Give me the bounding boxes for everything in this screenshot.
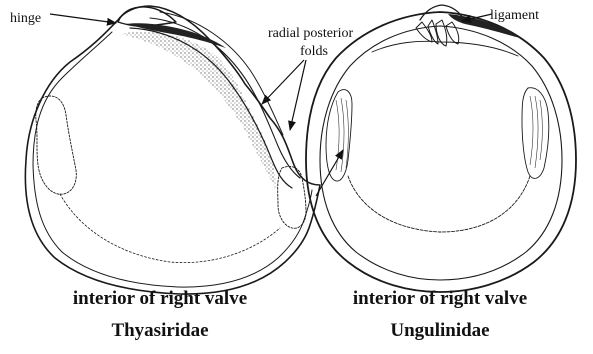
thyasiridae-stippled-area	[120, 32, 276, 190]
hinge-arrow	[50, 14, 116, 23]
thyasiridae-posterior-scar	[278, 166, 306, 228]
ungulinidae-caption-line1: interior of right valve	[353, 288, 527, 309]
ungulinidae-pallial-line	[348, 176, 530, 232]
folds-label: folds	[300, 44, 328, 59]
ungulinidae-anterior-scar-striations	[336, 98, 348, 172]
radial-posterior-label: radial posterior	[268, 26, 353, 41]
ungulinidae-shell-drawing	[306, 5, 576, 292]
ungulinidae-posterior-scar-striations	[530, 96, 542, 168]
ungulinidae-inner-margin	[320, 26, 562, 280]
thyasiridae-pallial-line	[60, 194, 280, 263]
ungulinidae-hinge-line	[372, 41, 518, 56]
ligament-label: ligament	[490, 8, 539, 23]
thyasiridae-caption-line1: interior of right valve	[73, 288, 247, 309]
thyasiridae-shell-drawing	[25, 6, 320, 294]
hinge-label: hinge	[10, 11, 41, 26]
radial-folds-arrow-2	[290, 60, 306, 130]
ungulinidae-caption-line2: Ungulinidae	[390, 320, 489, 341]
ungulinidae-outer-outline	[306, 12, 576, 292]
thyasiridae-caption-line2: Thyasiridae	[111, 320, 208, 341]
